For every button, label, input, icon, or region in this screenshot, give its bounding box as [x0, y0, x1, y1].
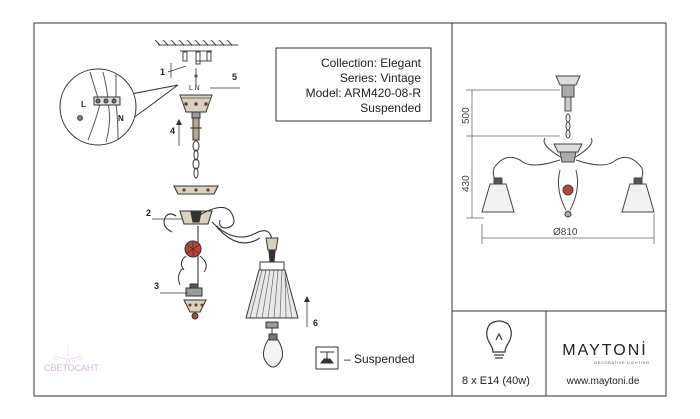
callout-6: 6	[313, 318, 318, 328]
wire-label-ln: L N	[189, 85, 200, 92]
dimension-diameter: Ø810	[553, 227, 578, 238]
callout-5: 5	[232, 72, 237, 82]
callout-2: 2	[146, 208, 151, 218]
callout-1: 1	[160, 67, 165, 77]
center-ornament	[178, 240, 207, 286]
type-text: Suspended	[360, 101, 421, 115]
sheet-frame	[33, 22, 667, 397]
dimension-height-bottom: 430	[461, 175, 472, 192]
bulb-icon	[486, 320, 512, 359]
lamp-shade	[245, 261, 299, 334]
brand-url: www.maytoni.de	[566, 376, 640, 387]
suspended-symbol	[315, 346, 339, 370]
chandelier-body	[163, 185, 273, 288]
watermark-chandelier-icon	[53, 344, 83, 365]
brand-tagline: DECORATIVE LIGHTING	[594, 360, 649, 365]
dimension-drawing	[481, 75, 655, 218]
wire-label-l: L	[81, 100, 86, 109]
dimension-lines	[466, 89, 655, 244]
wire-label-n: N	[118, 114, 124, 123]
chain	[192, 140, 200, 179]
callout-4: 4	[170, 126, 175, 136]
series-text: Series: Vintage	[340, 71, 421, 85]
brand-logo: MAYTONİ	[562, 340, 647, 359]
arm-socket	[265, 237, 279, 263]
canopy	[179, 94, 213, 141]
suspended-legend-text: – Suspended	[344, 352, 415, 366]
bulb	[263, 333, 283, 368]
bottom-finial	[183, 283, 207, 320]
callout-3: 3	[154, 281, 159, 291]
model-text: Model: ARM420-08-R	[306, 86, 422, 100]
ceiling-mount	[154, 39, 238, 65]
bulb-spec-text: 8 x E14 (40w)	[462, 375, 530, 387]
dimension-height-top: 500	[461, 107, 472, 124]
wiring-detail	[59, 68, 179, 146]
watermark-text: СВЕТОСАНТ	[44, 363, 99, 373]
product-info-box: Collection: Elegant Series: Vintage Mode…	[275, 47, 432, 122]
collection-text: Collection: Elegant	[321, 56, 422, 70]
